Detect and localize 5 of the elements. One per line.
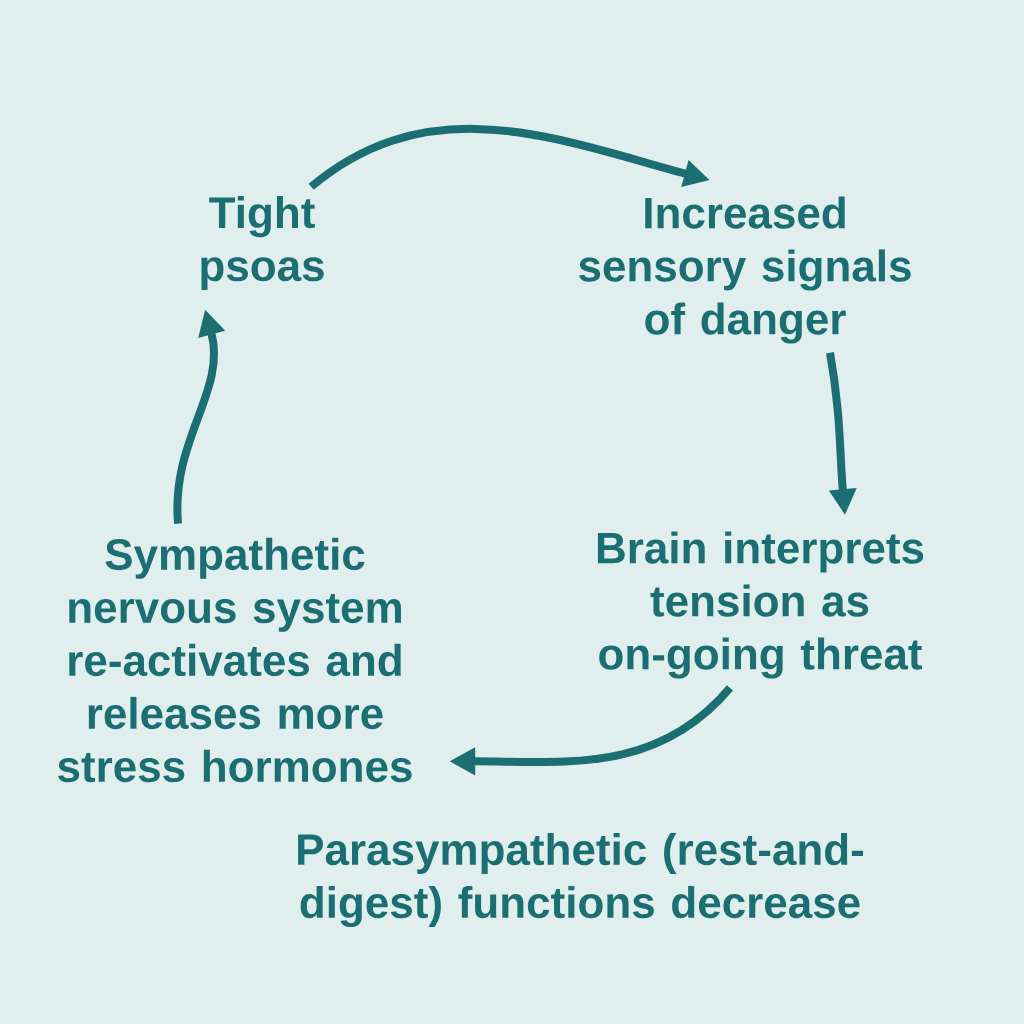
cycle-step-text: Increased sensory signals of danger: [579, 196, 911, 344]
cycle-step-text: Brain interprets tension as on-going threat: [597, 531, 924, 679]
note-text: Parasympathetic (rest-and-digest) functions decrease: [298, 832, 864, 928]
cycle-step-text: Sympathetic nervous system re-activates and releases more stress hormones: [58, 537, 412, 783]
cycle-step-text: Tight psoas: [201, 196, 324, 290]
